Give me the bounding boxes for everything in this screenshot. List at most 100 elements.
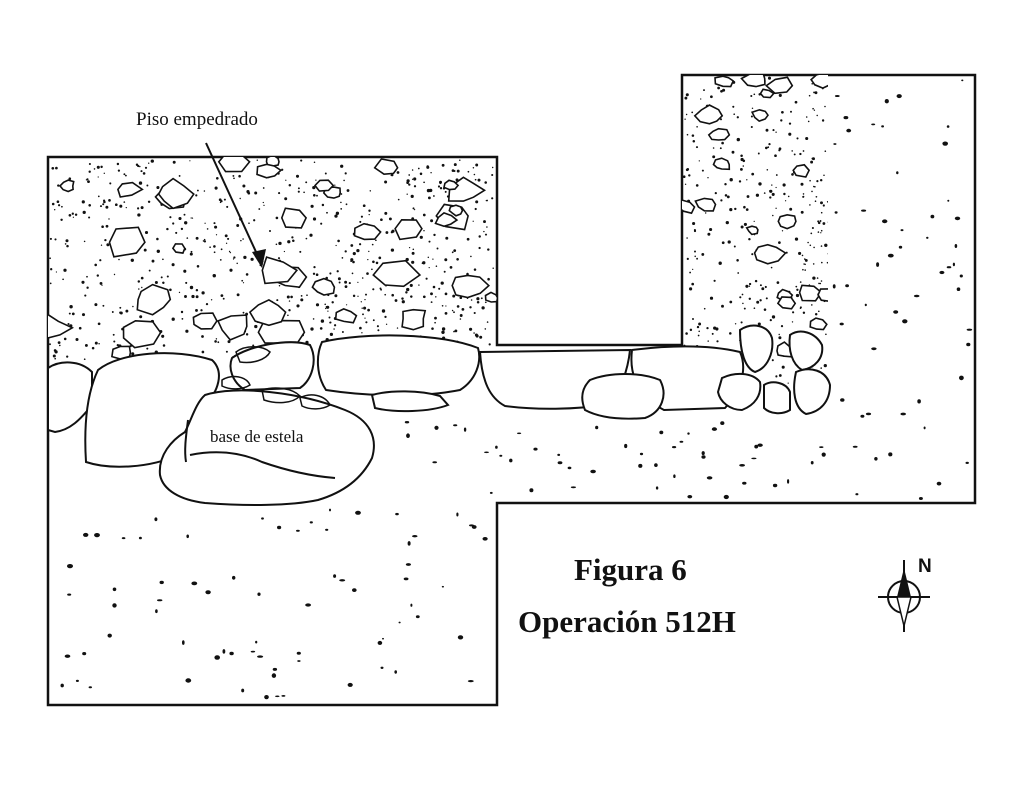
gravel-dot (459, 318, 462, 320)
soil-speck (112, 603, 117, 608)
gravel-dot (851, 258, 853, 260)
paving-stone (117, 181, 144, 198)
paving-stone (759, 88, 775, 99)
gravel-dot (83, 358, 86, 361)
soil-speck (723, 494, 729, 500)
gravel-dot (288, 300, 291, 302)
soil-speck (861, 209, 867, 212)
gravel-dot (778, 149, 781, 152)
soil-speck (639, 452, 644, 456)
gravel-dot (475, 163, 479, 167)
gravel-dot (74, 213, 78, 216)
gravel-dot (470, 255, 472, 258)
soil-speck (754, 444, 759, 449)
gravel-dot (746, 195, 750, 198)
gravel-dot (789, 207, 793, 211)
soil-speck (687, 495, 693, 499)
gravel-dot (315, 303, 320, 307)
gravel-dot (812, 107, 814, 110)
soil-speck (264, 695, 269, 700)
paving-stone (809, 317, 828, 331)
soil-speck (881, 125, 884, 128)
gravel-dot (102, 304, 105, 307)
gravel-dot (183, 269, 187, 273)
gravel-dot (418, 284, 420, 286)
soil-speck (407, 541, 411, 546)
gravel-dot (474, 207, 477, 211)
gravel-dot (57, 184, 60, 187)
gravel-dot (171, 263, 175, 267)
gravel-dot (820, 201, 823, 205)
gravel-dot (422, 213, 426, 217)
gravel-dot (474, 178, 477, 181)
gravel-dot (805, 116, 808, 118)
paving-stone (313, 179, 335, 192)
gravel-dot (855, 284, 857, 286)
gravel-dot (325, 307, 327, 310)
gravel-dot (843, 160, 845, 162)
soil-speck (482, 537, 488, 541)
gravel-dot (348, 282, 351, 285)
gravel-dot (835, 153, 837, 155)
gravel-dot (740, 321, 743, 324)
gravel-dot (312, 318, 315, 320)
soil-speck (412, 535, 418, 538)
gravel-dot (479, 335, 483, 339)
soil-speck (900, 412, 906, 416)
soil-speck (60, 683, 64, 688)
gravel-dot (815, 195, 818, 198)
gravel-dot (707, 340, 709, 342)
paving-stone (353, 222, 382, 241)
gravel-dot (832, 185, 834, 187)
soil-speck (157, 599, 163, 602)
gravel-dot (394, 299, 398, 302)
soil-speck (214, 655, 220, 660)
gravel-dot (811, 83, 813, 85)
gravel-dot (763, 308, 767, 311)
gravel-dot (410, 194, 414, 198)
soil-speck (751, 457, 757, 460)
gravel-dot (775, 207, 777, 209)
gravel-dot (78, 326, 82, 330)
gravel-dot (362, 204, 366, 208)
gravel-dot (696, 257, 699, 260)
gravel-dot (713, 279, 716, 282)
paving-stone (792, 163, 811, 178)
gravel-dot (692, 268, 694, 271)
soil-speck (404, 421, 410, 424)
gravel-dot (729, 300, 733, 304)
gravel-dot (181, 317, 184, 320)
gravel-dot (713, 326, 717, 330)
gravel-dot (802, 195, 805, 198)
gravel-dot (438, 287, 441, 290)
gravel-dot (125, 309, 129, 313)
gravel-dot (195, 194, 198, 197)
gravel-dot (72, 216, 75, 218)
gravel-dot (190, 250, 193, 253)
gravel-dot (390, 248, 395, 252)
gravel-dot (691, 282, 695, 286)
gravel-dot (385, 231, 389, 234)
gravel-dot (391, 229, 395, 233)
gravel-dot (54, 238, 57, 241)
gravel-dot (781, 365, 785, 369)
gravel-dot (196, 265, 200, 268)
paving-stone (48, 312, 75, 339)
gravel-dot (156, 237, 159, 241)
gravel-dot (344, 280, 348, 284)
gravel-dot (855, 297, 857, 299)
gravel-dot (88, 216, 91, 219)
gravel-dot (743, 205, 746, 209)
gravel-dot (831, 354, 833, 356)
gravel-dot (97, 322, 101, 326)
gravel-dot (100, 205, 102, 208)
gravel-dot (185, 329, 189, 333)
soil-speck (846, 128, 852, 133)
gravel-dot (184, 221, 188, 225)
fill-stones (221, 346, 331, 410)
gravel-dot (361, 332, 363, 334)
gravel-dot (195, 295, 199, 299)
gravel-dot (453, 163, 457, 167)
gravel-dot (212, 274, 216, 278)
gravel-dot (689, 328, 693, 332)
